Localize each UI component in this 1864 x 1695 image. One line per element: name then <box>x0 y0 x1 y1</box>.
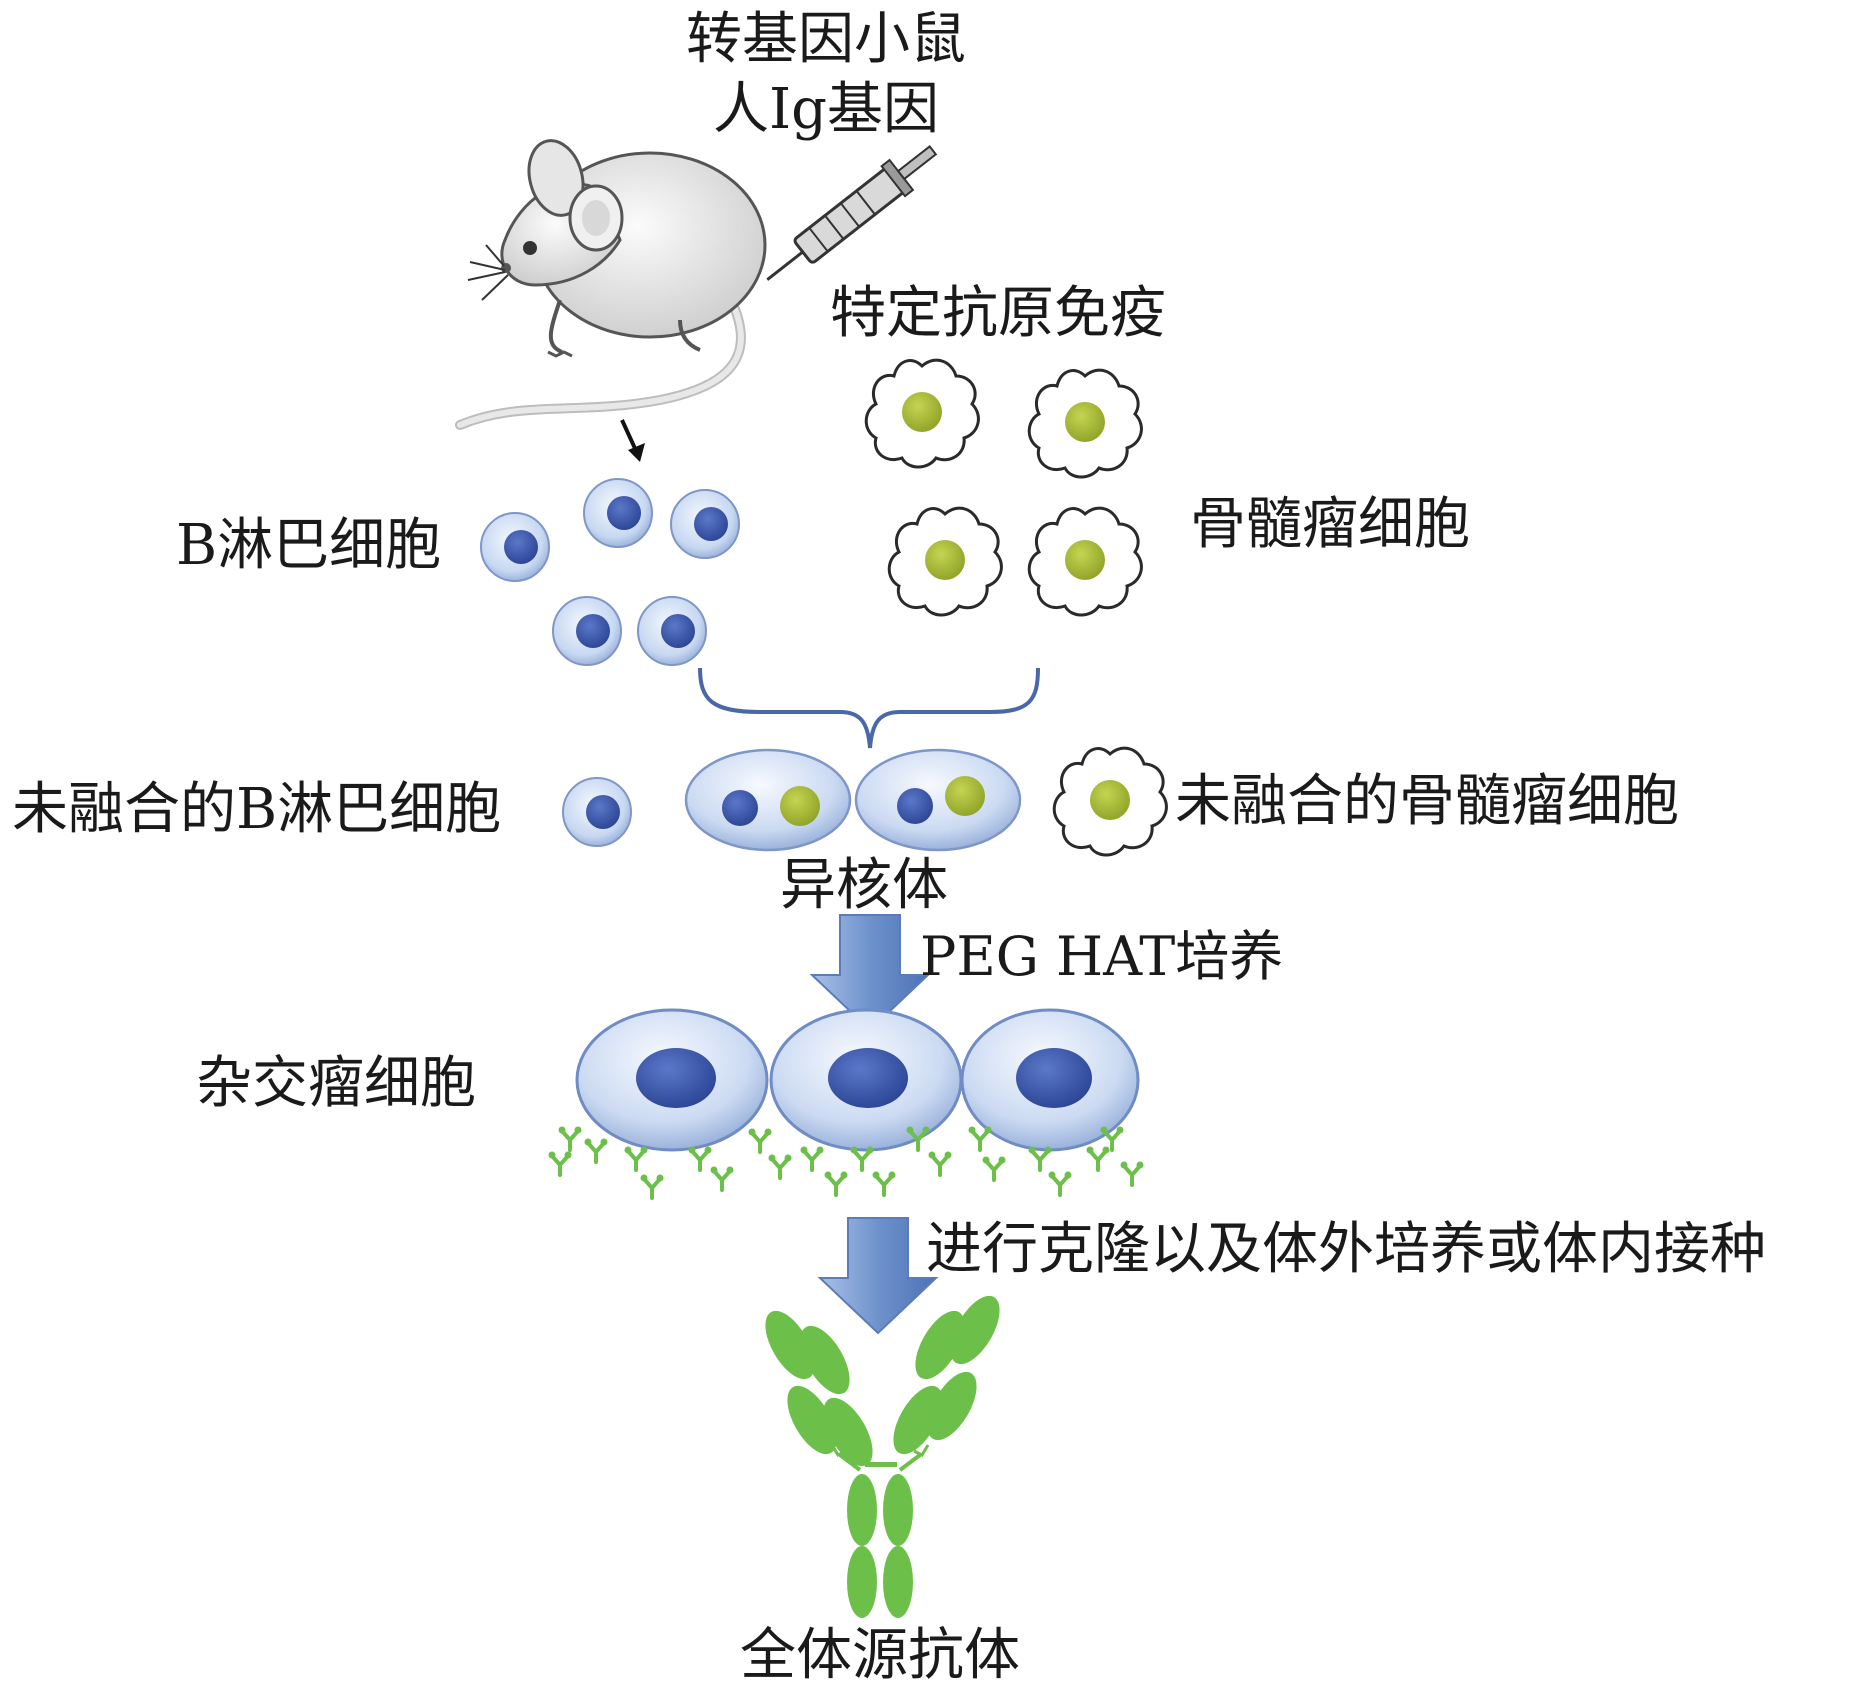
hybridoma-cells <box>575 1008 1140 1152</box>
transgenic-mouse-illustration <box>455 139 938 462</box>
b-lymphocyte-group <box>480 478 740 666</box>
hybridoma-cell-label: 杂交瘤细胞 <box>196 1051 476 1116</box>
fully-human-antibody-label: 全体源抗体 <box>740 1623 1020 1688</box>
fully-human-antibody-illustration <box>765 1295 1000 1618</box>
transgenic-mouse-label: 转基因小鼠 <box>686 7 966 72</box>
peg-hat-culture-label: PEG HAT培养 <box>920 925 1284 988</box>
antigen-immunization-label: 特定抗原免疫 <box>830 281 1166 346</box>
down-arrow-2 <box>817 1217 939 1335</box>
b-lymphocyte-label: B淋巴细胞 <box>176 513 442 578</box>
heterokaryon-cells <box>684 748 1022 852</box>
down-arrow-1 <box>809 914 931 1032</box>
unfused-myeloma-cell-label: 未融合的骨髓瘤细胞 <box>1175 769 1679 834</box>
human-ig-gene-label: 人Ig基因 <box>713 77 939 142</box>
unfused-b-lymphocyte-cell <box>562 777 632 847</box>
unfused-myeloma-cell <box>1052 746 1168 857</box>
merge-brace <box>698 667 1040 749</box>
heterokaryon-label: 异核体 <box>780 853 948 918</box>
unfused-b-lymphocyte-label: 未融合的B淋巴细胞 <box>12 777 502 842</box>
myeloma-cell-label: 骨髓瘤细胞 <box>1190 492 1470 557</box>
myeloma-cell-group <box>864 358 1143 617</box>
cloning-step-label: 进行克隆以及体外培养或体内接种 <box>926 1217 1766 1282</box>
